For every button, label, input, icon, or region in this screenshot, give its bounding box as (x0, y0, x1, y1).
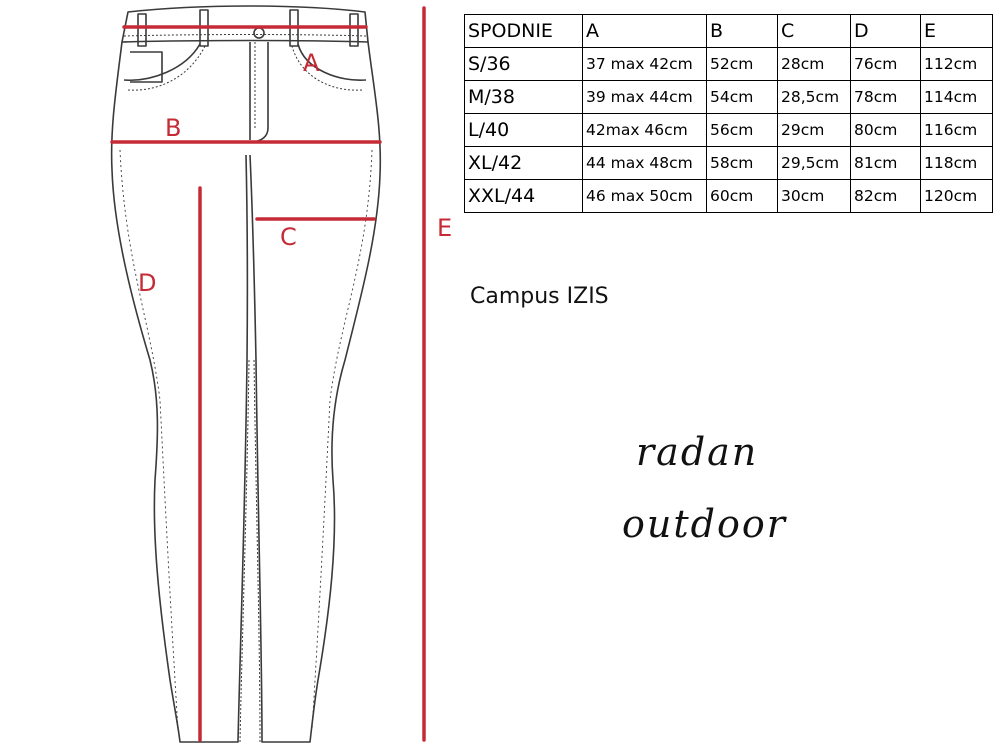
measure-label-d: D (138, 269, 156, 297)
table-cell: 44 max 48cm (582, 146, 707, 180)
table-cell: 39 max 44cm (582, 80, 707, 114)
table-cell: 120cm (920, 179, 993, 213)
header-cell: B (706, 14, 778, 48)
header-cell: SPODNIE (464, 14, 583, 48)
header-cell: E (920, 14, 993, 48)
table-header-row: SPODNIE A B C D E (464, 14, 993, 48)
pants-measurement-diagram: A B C D E (0, 0, 470, 749)
size-table: SPODNIE A B C D E S/36 37 max 42cm 52cm … (464, 14, 993, 213)
pants-outline (110, 5, 382, 743)
brand-line-1: radan (636, 430, 759, 474)
measurement-lines (110, 6, 426, 742)
table-cell: 29,5cm (777, 146, 851, 180)
table-cell: 118cm (920, 146, 993, 180)
table-cell: 30cm (777, 179, 851, 213)
table-cell: 54cm (706, 80, 778, 114)
table-cell: 114cm (920, 80, 993, 114)
table-row: XXL/44 46 max 50cm 60cm 30cm 82cm 120cm (464, 179, 993, 213)
table-row: S/36 37 max 42cm 52cm 28cm 76cm 112cm (464, 47, 993, 81)
table-cell: 116cm (920, 113, 993, 147)
size-cell: M/38 (464, 80, 583, 114)
table-cell: 81cm (850, 146, 921, 180)
brand-logo: radan outdoor (600, 430, 800, 560)
table-cell: 42max 46cm (582, 113, 707, 147)
table-cell: 52cm (706, 47, 778, 81)
size-cell: S/36 (464, 47, 583, 81)
size-cell: XL/42 (464, 146, 583, 180)
table-cell: 76cm (850, 47, 921, 81)
table-cell: 82cm (850, 179, 921, 213)
header-cell: C (777, 14, 851, 48)
size-cell: XXL/44 (464, 179, 583, 213)
measure-label-a: A (303, 49, 320, 77)
table-row: L/40 42max 46cm 56cm 29cm 80cm 116cm (464, 113, 993, 147)
table-cell: 29cm (777, 113, 851, 147)
measure-label-e: E (437, 214, 452, 242)
table-cell: 46 max 50cm (582, 179, 707, 213)
table-cell: 80cm (850, 113, 921, 147)
header-cell: A (582, 14, 707, 48)
table-cell: 37 max 42cm (582, 47, 707, 81)
table-cell: 58cm (706, 146, 778, 180)
model-name: Campus IZIS (470, 284, 609, 309)
header-cell: D (850, 14, 921, 48)
size-cell: L/40 (464, 113, 583, 147)
brand-line-2: outdoor (622, 502, 787, 546)
table-cell: 60cm (706, 179, 778, 213)
table-cell: 112cm (920, 47, 993, 81)
table-row: XL/42 44 max 48cm 58cm 29,5cm 81cm 118cm (464, 146, 993, 180)
table-cell: 56cm (706, 113, 778, 147)
table-cell: 28,5cm (777, 80, 851, 114)
table-row: M/38 39 max 44cm 54cm 28,5cm 78cm 114cm (464, 80, 993, 114)
measure-label-b: B (165, 114, 181, 142)
table-cell: 28cm (777, 47, 851, 81)
measure-label-c: C (280, 223, 297, 251)
table-cell: 78cm (850, 80, 921, 114)
